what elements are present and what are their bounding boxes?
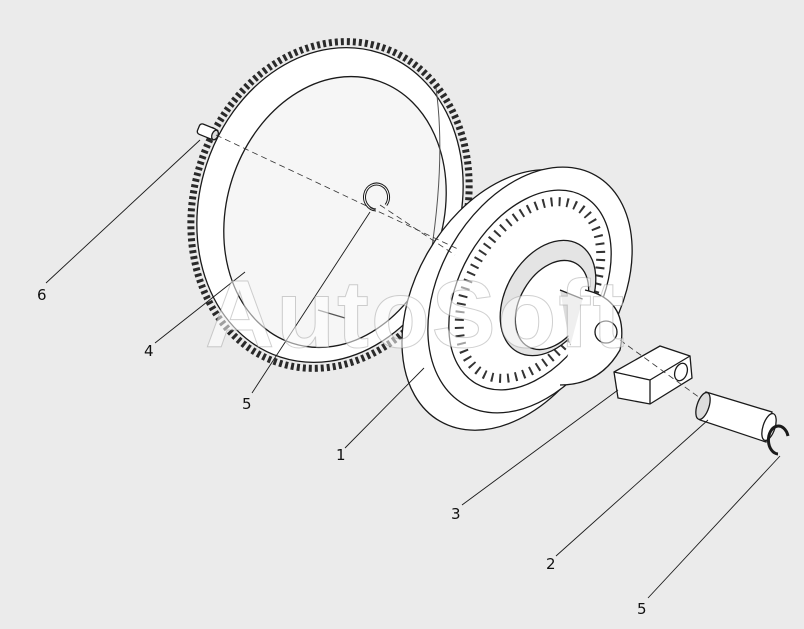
callout-1: 1: [336, 446, 346, 464]
retaining-ring-upper: [363, 182, 391, 212]
leader-lines: [45, 139, 781, 599]
callout-5-upper: 5: [242, 395, 252, 413]
callout-3: 3: [451, 505, 461, 523]
callout-5-lower: 5: [637, 600, 647, 618]
retaining-ring-lower: [766, 424, 790, 456]
lever-arm: [613, 345, 693, 405]
ring-gear: [187, 38, 473, 372]
dowel-pin: [196, 123, 220, 141]
callout-6-left: 6: [37, 286, 47, 304]
damper-housing: [401, 166, 633, 431]
callout-2: 2: [546, 555, 556, 573]
assembly-centerlines: [215, 134, 701, 399]
callout-4: 4: [144, 342, 154, 360]
pivot-pin: [695, 391, 777, 443]
